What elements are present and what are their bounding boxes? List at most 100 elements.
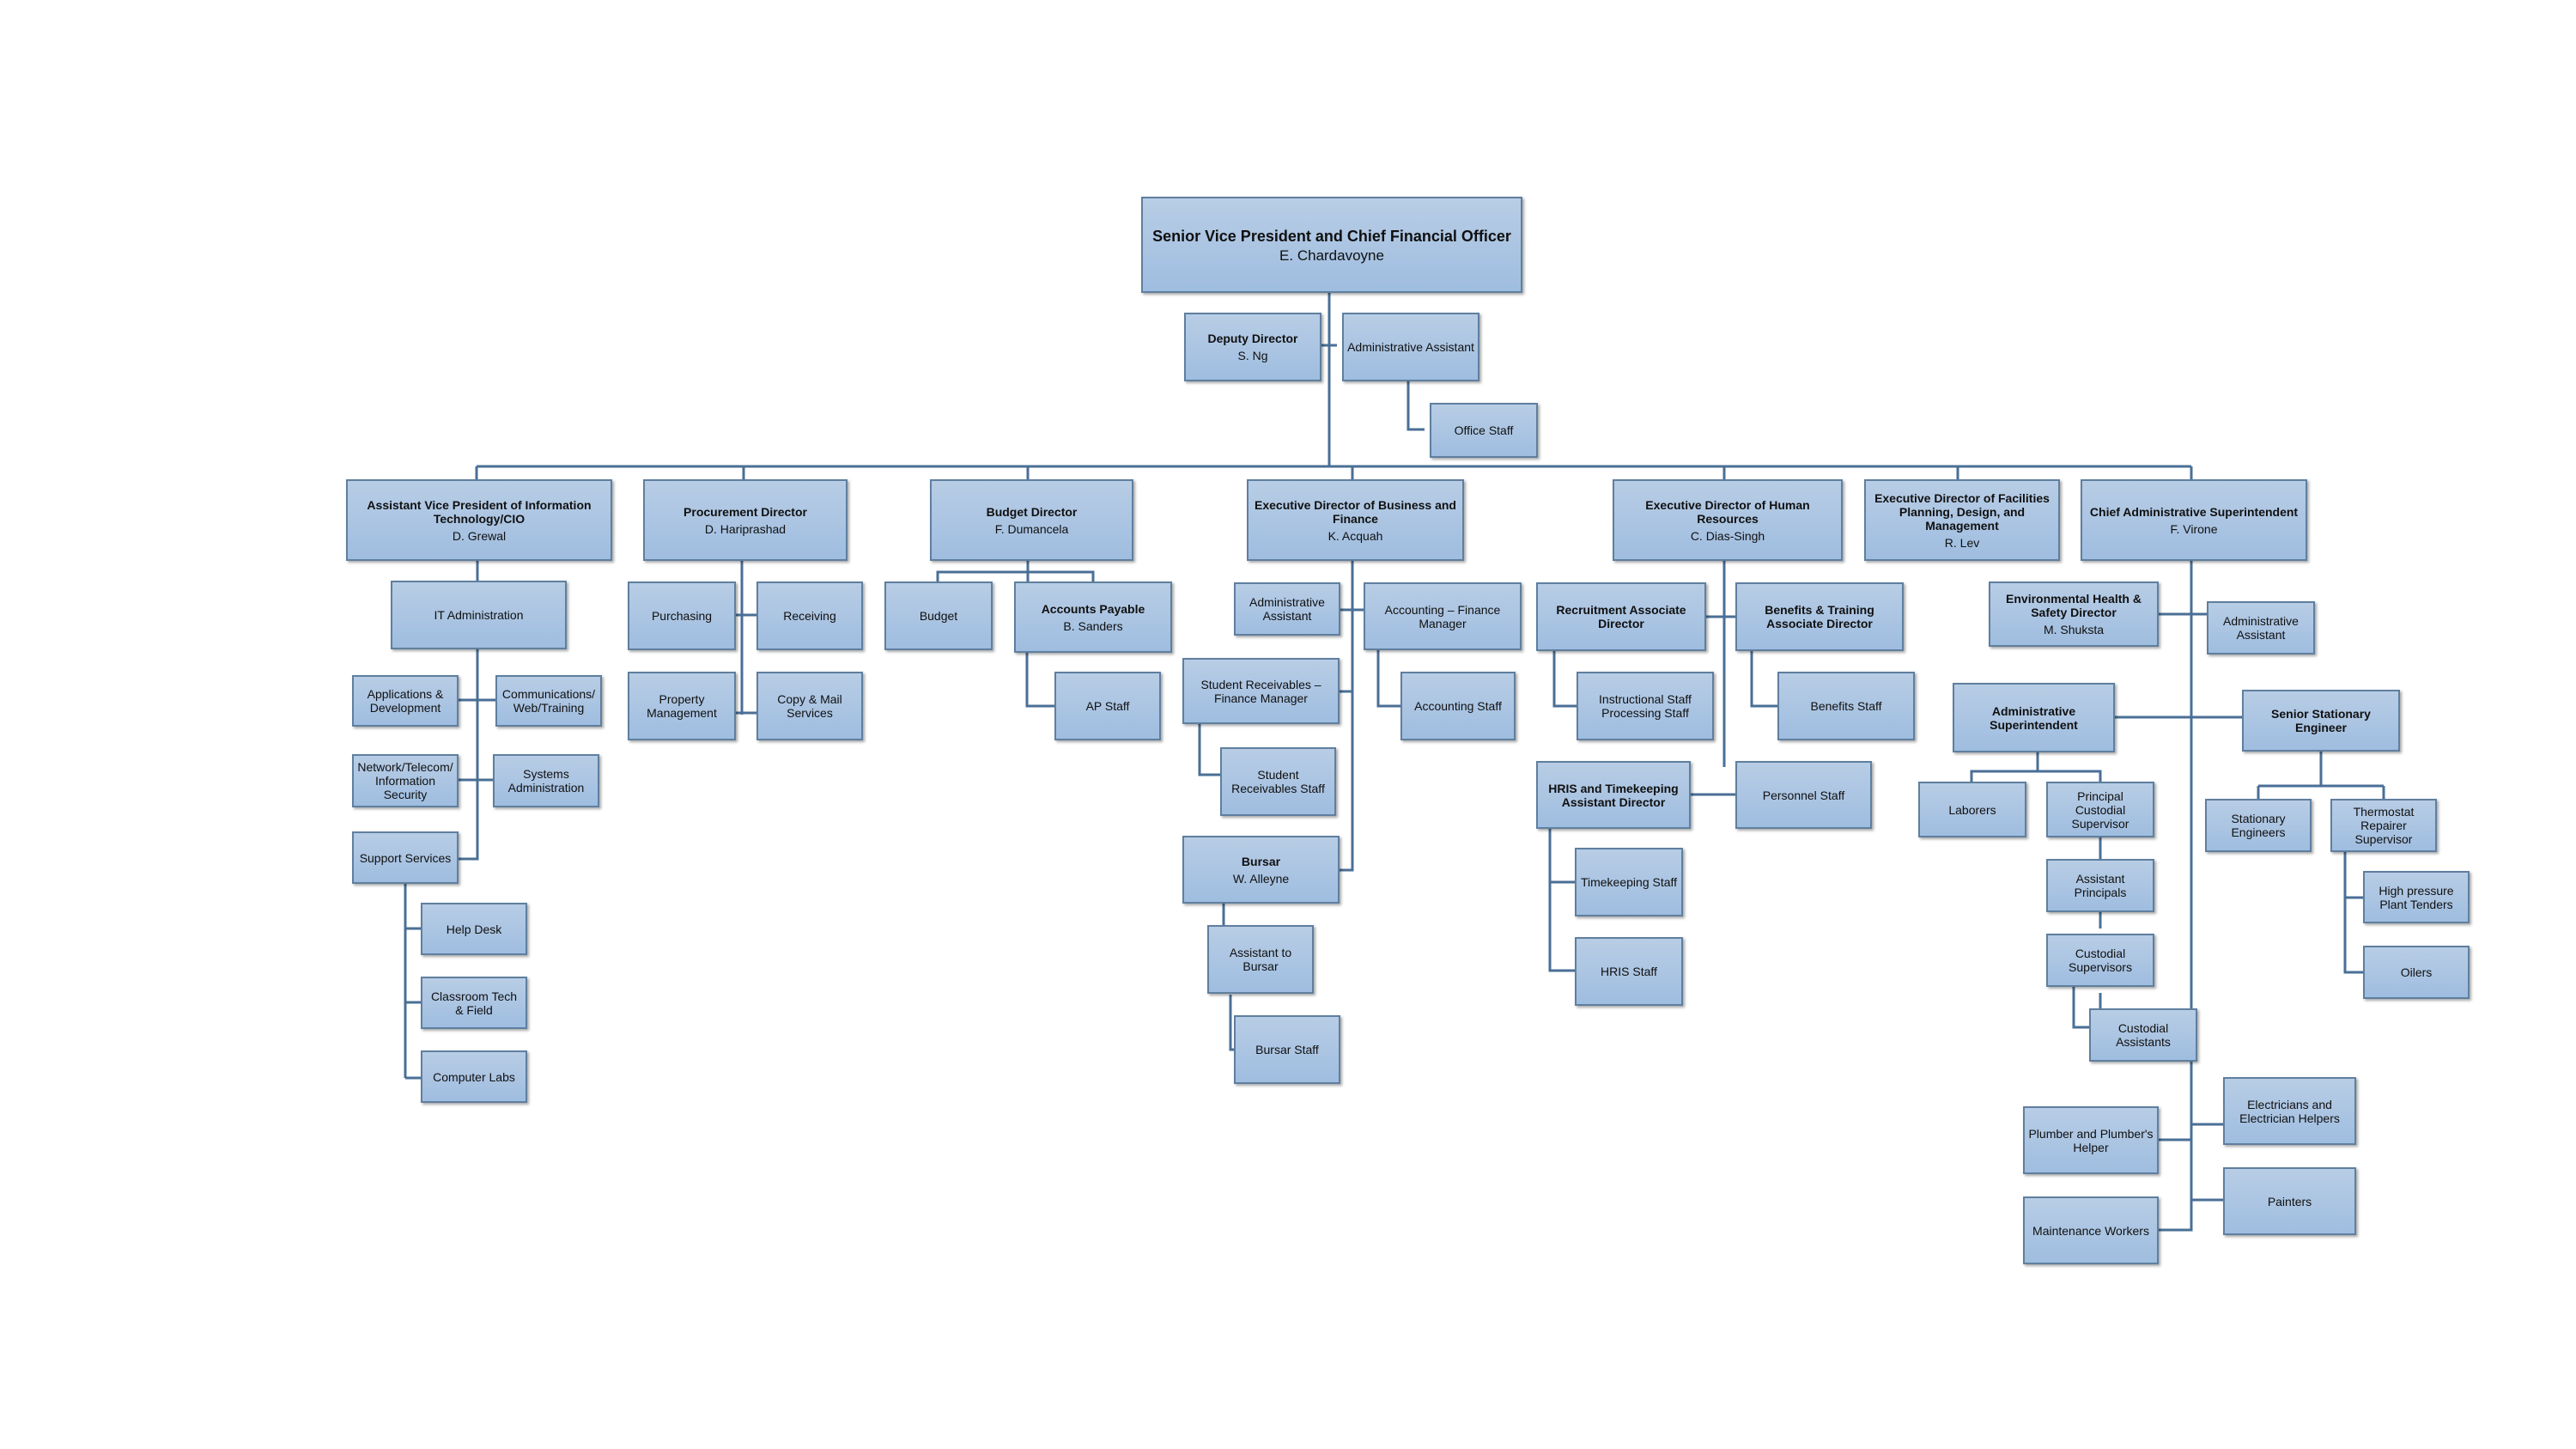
box-title: Administrative Assistant [1347,340,1474,354]
hris-staff-box[interactable]: HRIS Staff [1575,937,1683,1006]
box-name: E. Chardavoyne [1279,247,1384,264]
bursar-staff-box[interactable]: Bursar Staff [1234,1015,1340,1084]
box-title: Purchasing [651,609,713,623]
principal-custodial-supervisor-box[interactable]: Principal Custodial Supervisor [2046,782,2154,837]
box-title: HRIS and Timekeeping Assistant Director [1548,781,1679,809]
box-name: C. Dias-Singh [1690,528,1765,543]
custodial-assistants-box[interactable]: Custodial Assistants [2089,1008,2197,1062]
box-title: Help Desk [446,922,502,936]
receiving-box[interactable]: Receiving [756,581,863,650]
support-services-box[interactable]: Support Services [352,831,459,884]
ap-staff-box[interactable]: AP Staff [1054,672,1161,740]
box-title: Computer Labs [433,1069,515,1084]
assistant-principals-box[interactable]: Assistant Principals [2046,859,2154,912]
instructional-staff-processing-box[interactable]: Instructional Staff Processing Staff [1577,672,1714,740]
accounting-staff-box[interactable]: Accounting Staff [1400,672,1516,740]
box-title: Budget [919,609,958,623]
box-title: Senior Vice President and Chief Financia… [1152,228,1511,245]
hris-timekeeping-director-box[interactable]: HRIS and Timekeeping Assistant Director [1536,761,1691,829]
custodial-supervisors-box[interactable]: Custodial Supervisors [2046,934,2154,987]
box-title: Personnel Staff [1762,788,1845,802]
thermostat-repairer-supervisor-box[interactable]: Thermostat Repairer Supervisor [2330,799,2437,852]
administrative-superintendent-box[interactable]: Administrative Superintendent [1953,683,2115,752]
stationary-engineers-box[interactable]: Stationary Engineers [2205,799,2312,852]
budget-director-box[interactable]: Budget Director F. Dumancela [930,479,1133,561]
box-name: M. Shuksta [2043,623,2105,636]
avp-it-cio-box[interactable]: Assistant Vice President of Information … [346,479,612,561]
it-administration-box[interactable]: IT Administration [391,581,567,649]
assistant-to-bursar-box[interactable]: Assistant to Bursar [1207,925,1314,994]
electricians-box[interactable]: Electricians and Electrician Helpers [2223,1077,2356,1145]
box-title: Copy & Mail Services [777,692,842,720]
high-pressure-plant-tenders-box[interactable]: High pressure Plant Tenders [2363,871,2470,923]
exec-director-business-finance-box[interactable]: Executive Director of Business and Finan… [1247,479,1464,561]
box-title: Budget Director [986,504,1078,519]
box-title: Network/Telecom/ Information Security [357,760,453,801]
box-title: Systems Administration [507,767,585,795]
box-title: Thermostat Repairer Supervisor [2353,805,2415,846]
box-name: K. Acquah [1327,528,1383,543]
student-receivables-manager-box[interactable]: Student Receivables – Finance Manager [1182,658,1340,724]
applications-development-box[interactable]: Applications & Development [352,675,459,727]
benefits-staff-box[interactable]: Benefits Staff [1777,672,1915,740]
box-title: Oilers [2400,965,2433,979]
box-title: Administrative Assistant [1249,595,1325,623]
recruitment-associate-director-box[interactable]: Recruitment Associate Director [1536,582,1706,651]
box-title: Assistant to Bursar [1229,946,1292,973]
maintenance-workers-box[interactable]: Maintenance Workers [2023,1196,2159,1264]
box-title: Administrative Superintendent [1990,703,2078,732]
box-name: S. Ng [1237,349,1268,362]
personnel-staff-box[interactable]: Personnel Staff [1735,761,1872,829]
senior-vp-cfo-box[interactable]: Senior Vice President and Chief Financia… [1141,197,1522,293]
box-title: Laborers [1948,802,1996,817]
admin-assistant-ca-box[interactable]: Administrative Assistant [2207,601,2315,654]
purchasing-box[interactable]: Purchasing [628,581,736,650]
box-title: Accounts Payable [1041,601,1145,616]
chief-admin-superintendent-box[interactable]: Chief Administrative Superintendent F. V… [2081,479,2307,561]
admin-assistant-top-box[interactable]: Administrative Assistant [1342,313,1479,381]
box-title: Office Staff [1454,423,1514,437]
computer-labs-box[interactable]: Computer Labs [421,1050,527,1103]
budget-box[interactable]: Budget [884,581,993,650]
box-title: Deputy Director [1207,332,1298,345]
exec-director-facilities-box[interactable]: Executive Director of Facilities Plannin… [1864,479,2060,561]
env-health-safety-director-box[interactable]: Environmental Health & Safety Director M… [1989,581,2159,647]
box-name: F. Virone [2170,521,2218,536]
box-title: Maintenance Workers [2032,1223,2149,1238]
plumber-box[interactable]: Plumber and Plumber's Helper [2023,1106,2159,1174]
timekeeping-staff-box[interactable]: Timekeeping Staff [1575,848,1683,916]
help-desk-box[interactable]: Help Desk [421,903,527,955]
box-name: W. Alleyne [1232,871,1290,886]
student-receivables-staff-box[interactable]: Student Receivables Staff [1220,747,1336,816]
box-title: Executive Director of Human Resources [1645,497,1810,526]
oilers-box[interactable]: Oilers [2363,946,2470,999]
accounting-finance-manager-box[interactable]: Accounting – Finance Manager [1364,582,1522,650]
box-title: Stationary Engineers [2231,812,2286,839]
box-title: Painters [2267,1194,2312,1209]
box-title: Communications/ Web/Training [501,687,596,715]
box-title: Timekeeping Staff [1580,875,1678,889]
accounts-payable-box[interactable]: Accounts Payable B. Sanders [1014,581,1172,653]
network-telecom-security-box[interactable]: Network/Telecom/ Information Security [352,754,459,807]
laborers-box[interactable]: Laborers [1918,782,2026,837]
exec-director-hr-box[interactable]: Executive Director of Human Resources C.… [1613,479,1843,561]
office-staff-box[interactable]: Office Staff [1430,403,1538,458]
senior-stationary-engineer-box[interactable]: Senior Stationary Engineer [2242,690,2400,752]
admin-assistant-bf-box[interactable]: Administrative Assistant [1234,582,1340,636]
benefits-training-director-box[interactable]: Benefits & Training Associate Director [1735,582,1904,651]
box-title: Executive Director of Facilities Plannin… [1874,490,2050,533]
communications-web-training-box[interactable]: Communications/ Web/Training [495,675,602,727]
painters-box[interactable]: Painters [2223,1167,2356,1235]
deputy-director-box[interactable]: Deputy Director S. Ng [1184,313,1321,381]
classroom-tech-field-box[interactable]: Classroom Tech & Field [421,977,527,1029]
procurement-director-box[interactable]: Procurement Director D. Hariprashad [643,479,848,561]
box-title: Bursar Staff [1255,1043,1319,1056]
box-name: F. Dumancela [994,521,1069,536]
property-management-box[interactable]: Property Management [628,672,736,740]
bursar-box[interactable]: Bursar W. Alleyne [1182,836,1340,904]
box-title: Custodial Supervisors [2069,947,2132,974]
box-title: Student Receivables – Finance Manager [1200,677,1321,705]
copy-mail-services-box[interactable]: Copy & Mail Services [756,672,863,740]
systems-administration-box[interactable]: Systems Administration [493,754,599,807]
box-title: Procurement Director [683,504,807,519]
